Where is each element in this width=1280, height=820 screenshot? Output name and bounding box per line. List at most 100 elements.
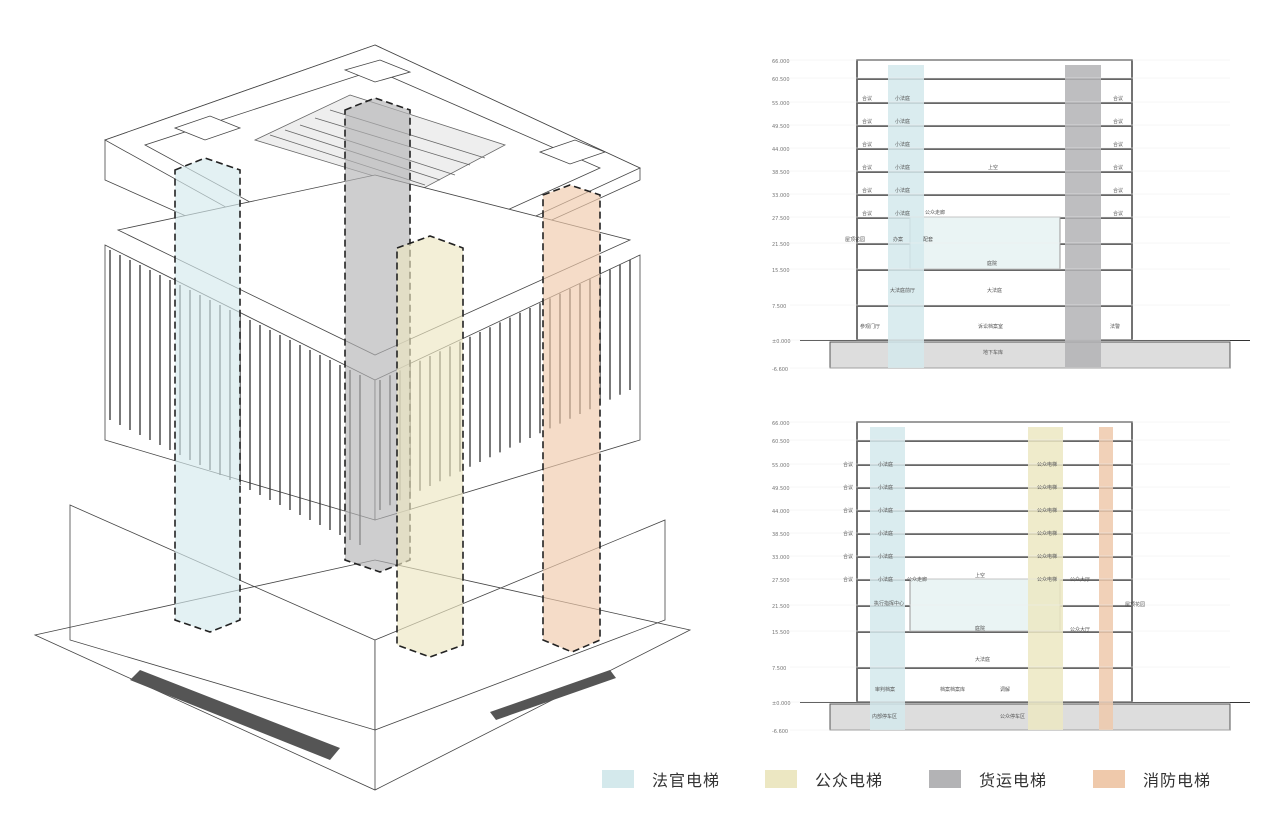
elevation-label: 38.500	[772, 170, 790, 176]
floor-slab	[857, 631, 1132, 633]
fire-elevator-shaft	[542, 184, 601, 653]
room-label: 庭院	[987, 261, 998, 267]
legend-freight-elevator: 货运电梯	[929, 768, 1047, 790]
elevator-shaft	[1028, 427, 1063, 730]
elevation-label: 60.500	[772, 439, 790, 445]
legend-label: 货运电梯	[979, 771, 1048, 790]
room-label: 公众电梯	[1037, 462, 1058, 468]
room-label: 参观门厅	[860, 324, 881, 330]
room-label: 公众走廊	[925, 210, 946, 216]
room-label: 小法庭	[895, 119, 911, 125]
elevation-label: 33.000	[772, 555, 790, 561]
section-drawing-top: 66.000 60.500 55.000 49.500 44.000 38.500 33.0…	[772, 59, 1250, 373]
floor-slab	[857, 78, 1132, 80]
floor-slab	[857, 194, 1132, 196]
room-label: 公众走廊	[907, 577, 928, 583]
room-label: 公众大厅	[1070, 577, 1091, 583]
room-label: 合议	[843, 554, 854, 560]
elevation-label: 7.500	[772, 666, 786, 672]
floor-slab	[857, 667, 1132, 669]
floor-slab	[857, 464, 1132, 466]
room-label: 合议	[1113, 188, 1124, 194]
elevator-shaft	[870, 427, 905, 730]
room-label: 小法庭	[895, 211, 911, 217]
elevation-label: 55.000	[772, 463, 790, 469]
room-label: 小法庭	[878, 462, 894, 468]
elevation-label: 21.500	[772, 242, 790, 248]
legend-swatch-judge	[602, 770, 634, 788]
elevation-label: 49.500	[772, 124, 790, 130]
room-label: 档案档案库	[940, 687, 966, 693]
public-elevator-shaft	[396, 235, 464, 658]
floor-slab	[857, 269, 1132, 271]
room-label: 合议	[843, 531, 854, 537]
room-label: 合议	[1113, 96, 1124, 102]
entrance-steps-2	[490, 670, 616, 720]
room-label: 地下车库	[983, 350, 1004, 356]
legend-label: 法官电梯	[652, 771, 721, 790]
room-label: 执行指挥中心	[874, 601, 905, 607]
legend-label: 消防电梯	[1143, 771, 1212, 790]
room-label: 大法庭	[975, 657, 991, 663]
judge-elevator-shaft	[174, 157, 241, 633]
room-label: 合议	[862, 188, 873, 194]
room-label: 内部停车区	[872, 714, 898, 720]
room-label: 诉讼档案室	[978, 324, 1004, 330]
elevation-label: 33.000	[772, 193, 790, 199]
room-label: 合议	[1113, 142, 1124, 148]
room-label: 合议	[1113, 165, 1124, 171]
elevator-shaft	[1065, 65, 1101, 368]
floor-slab	[857, 125, 1132, 127]
legend-judge-elevator: 法官电梯	[602, 768, 720, 790]
room-label: 上空	[988, 165, 999, 171]
elevation-label: ±0.000	[772, 701, 791, 707]
floor-slab	[857, 556, 1132, 558]
elevation-label: 21.500	[772, 604, 790, 610]
room-label: 法警	[1110, 324, 1121, 330]
room-label: 庭院	[975, 626, 986, 632]
room-label: 小法庭	[895, 142, 911, 148]
elevation-label: -6.600	[772, 729, 788, 735]
elevation-label: 60.500	[772, 77, 790, 83]
room-label: 合议	[862, 211, 873, 217]
room-label: 合议	[1113, 211, 1124, 217]
elevation-label: 15.500	[772, 630, 790, 636]
room-label: 调解	[1000, 687, 1011, 693]
legend-swatch-public	[765, 770, 797, 788]
elevation-label: 7.500	[772, 304, 786, 310]
room-label: 小法庭	[895, 188, 911, 194]
room-label: 配套	[923, 237, 934, 243]
room-label: 合议	[843, 577, 854, 583]
floor-slab	[857, 487, 1132, 489]
room-label: 小法庭	[895, 165, 911, 171]
room-label: 公众电梯	[1037, 554, 1058, 560]
room-label: 大法庭前厅	[890, 288, 916, 294]
floor-slab	[857, 440, 1132, 442]
section-drawing-bottom: 66.00060.50055.00049.50044.00038.50033.0…	[772, 421, 1250, 735]
elevation-label: 38.500	[772, 532, 790, 538]
legend-public-elevator: 公众电梯	[765, 768, 883, 790]
elevation-label: 44.000	[772, 147, 790, 153]
room-label: 合议	[843, 508, 854, 514]
room-label: 小法庭	[895, 96, 911, 102]
entrance-steps	[130, 670, 340, 760]
room-label: 小法庭	[878, 554, 894, 560]
room-label: 合议	[862, 96, 873, 102]
room-label: 公众电梯	[1037, 508, 1058, 514]
room-label: 办案	[893, 237, 904, 243]
elevation-label: 66.000	[772, 421, 790, 427]
legend-swatch-freight	[929, 770, 961, 788]
floor-slab	[857, 533, 1132, 535]
room-label: 屋顶花园	[845, 237, 866, 243]
elevation-label: 66.000	[772, 59, 790, 65]
room-label: 小法庭	[878, 508, 894, 514]
room-label: 公众电梯	[1037, 577, 1058, 583]
room-label: 上空	[975, 573, 986, 579]
room-label: 合议	[1113, 119, 1124, 125]
room-label: 审判档案	[875, 687, 896, 693]
room-label: 合议	[843, 485, 854, 491]
elevator-shafts	[174, 97, 601, 658]
elevation-label: 55.000	[772, 101, 790, 107]
floor-slab	[857, 305, 1132, 307]
floor-slab	[857, 102, 1132, 104]
